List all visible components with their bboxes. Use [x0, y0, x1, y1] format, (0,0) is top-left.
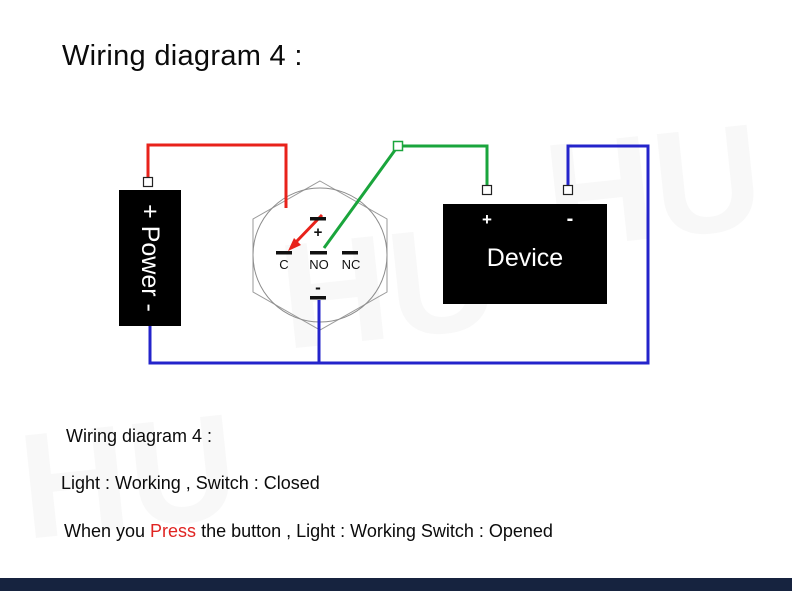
power-block: + Power - [119, 190, 181, 326]
power-plus-terminal [142, 176, 154, 188]
switch-c-label: C [279, 257, 288, 272]
caption-press-part2: the button , Light : Working Switch : Op… [196, 521, 553, 541]
power-label: + Power - [136, 204, 164, 312]
power-block-rect [119, 190, 181, 326]
switch-no-bar [310, 251, 327, 255]
blue-wire-group [148, 144, 650, 365]
switch-nc-label: NC [342, 257, 361, 272]
caption-press-word: Press [150, 521, 197, 541]
page-title: Wiring diagram 4 : [62, 40, 303, 72]
device-block-rect [443, 204, 607, 304]
green-corner-terminal [392, 140, 404, 152]
switch-plus-bar [310, 217, 326, 221]
red-wire [146, 143, 288, 208]
device-plus-terminal [481, 184, 493, 196]
caption-diagram-title: Wiring diagram 4 : [66, 426, 213, 446]
switch-nc-bar [342, 251, 358, 255]
caption-press-part1: When you [64, 521, 151, 541]
green-wire-group [322, 140, 489, 249]
footer-bar [0, 578, 792, 591]
device-minus-label: - [567, 208, 574, 230]
caption-state-closed: Light : Working , Switch : Closed [61, 473, 320, 493]
switch-minus-bar [310, 296, 326, 300]
device-plus-label: + [482, 210, 492, 229]
switch-c-bar [276, 251, 292, 255]
switch-plus-label: + [314, 224, 323, 241]
caption-press-note: When you Press the button , Light : Work… [64, 521, 553, 542]
device-block: + - Device [443, 204, 607, 304]
device-label: Device [487, 244, 563, 272]
red-arrowhead-icon [288, 238, 301, 251]
switch-no-label: NO [309, 257, 329, 272]
blue-wire [148, 144, 650, 365]
green-wire [322, 144, 489, 249]
switch-terminals: + C NO NC - [276, 217, 360, 300]
device-minus-terminal [562, 184, 574, 196]
switch-minus-label: - [315, 278, 321, 297]
